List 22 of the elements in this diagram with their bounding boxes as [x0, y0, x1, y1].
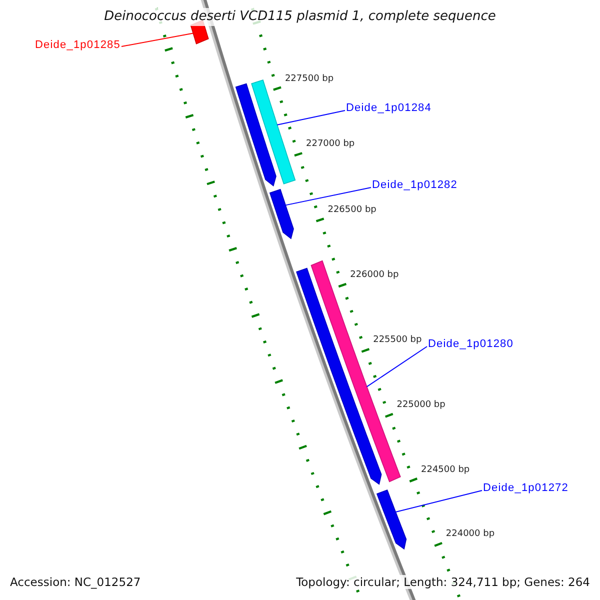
gene-label: Deide_1p01280	[428, 338, 514, 351]
accession-text: Accession: NC_012527	[8, 575, 143, 589]
tick-label: 227500 bp	[284, 74, 334, 85]
gene-label: Deide_1p01285	[35, 39, 120, 52]
tick-label: 227000 bp	[306, 139, 355, 150]
leader-line	[285, 187, 372, 206]
gene-feature	[235, 83, 276, 187]
leader-line	[366, 346, 428, 388]
tick-label: 225500 bp	[373, 335, 422, 346]
gene-label: Deide_1p01282	[372, 179, 458, 192]
gene-feature	[269, 188, 294, 240]
gene-label: Deide_1p01272	[483, 482, 568, 495]
gene-feature	[376, 489, 407, 550]
gene-label: Deide_1p01284	[346, 102, 432, 115]
tick-label: 224500 bp	[421, 464, 470, 476]
tick-label: 225000 bp	[396, 400, 446, 412]
leader-line	[120, 32, 194, 47]
tick-label: 226500 bp	[328, 205, 376, 216]
tick-label: 226000 bp	[350, 270, 399, 282]
summary-text: Topology: circular; Length: 324,711 bp; Genes: 264	[294, 575, 592, 589]
leader-line	[395, 490, 482, 512]
tick-label: 224000 bp	[446, 529, 495, 540]
